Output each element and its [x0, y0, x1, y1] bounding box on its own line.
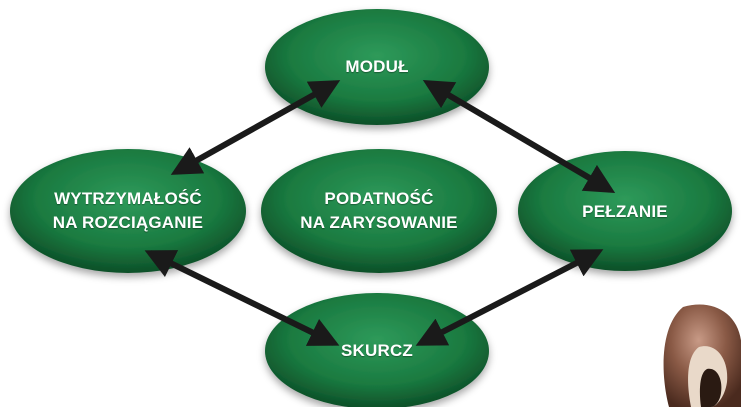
node-skurcz-shape [265, 293, 489, 407]
corner-photo-fragment [663, 304, 741, 407]
arrow-modul-pelzanie [422, 79, 616, 194]
arrow-wytrzymalosc-skurcz [144, 250, 340, 346]
node-podatnosc-shape [261, 149, 497, 273]
node-wytrzymalosc-shape [10, 149, 246, 273]
node-modul-shape [265, 9, 489, 125]
node-pelzanie-shape [518, 151, 732, 271]
arrow-modul-wytrzymalosc [170, 80, 341, 175]
arrow-pelzanie-skurcz [415, 249, 604, 346]
